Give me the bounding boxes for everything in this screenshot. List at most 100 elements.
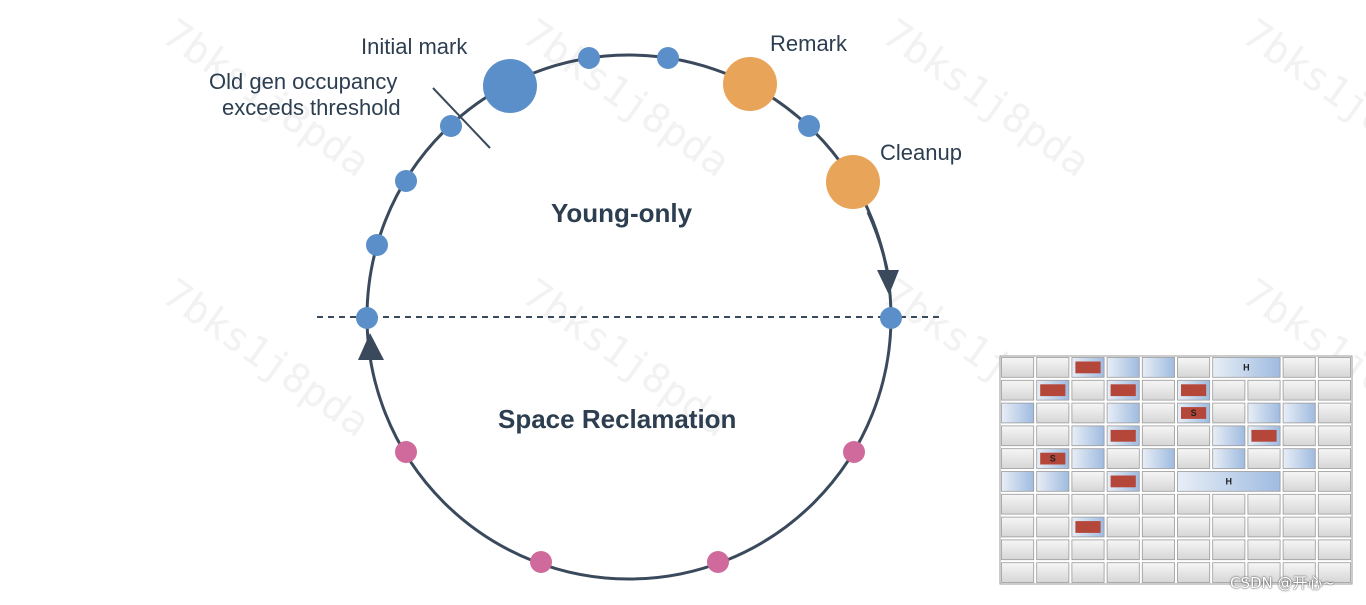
region-live-data (1251, 429, 1277, 442)
heap-region (1212, 516, 1246, 538)
mixed-gc-dot (707, 551, 729, 573)
heap-region (1317, 448, 1351, 469)
heap-region (1071, 539, 1105, 561)
survivor-region-label: S (1191, 408, 1197, 418)
survivor-region-label: S (1050, 454, 1056, 464)
label-young-only: Young-only (551, 198, 693, 228)
label-old-gen-line2: exceeds threshold (222, 95, 401, 120)
heap-region (1141, 471, 1175, 492)
heap-region (1036, 539, 1070, 561)
heap-region (1106, 357, 1140, 378)
heap-region (1001, 493, 1035, 515)
label-old-gen-line1: Old gen occupancy (209, 69, 397, 94)
young-gc-dot (356, 307, 378, 329)
heap-region (1282, 471, 1316, 492)
heap-region (1317, 493, 1351, 515)
heap-region (1247, 493, 1281, 515)
mixed-gc-dot (843, 441, 865, 463)
heap-region (1212, 357, 1281, 378)
heap-region (1282, 425, 1316, 447)
heap-region (1247, 516, 1281, 538)
heap-region (1141, 402, 1175, 424)
heap-region (1282, 402, 1316, 424)
heap-region (1177, 493, 1211, 515)
heap-region (1001, 471, 1035, 492)
young-to-reclamation-arrow (866, 211, 891, 281)
heap-region (1141, 539, 1175, 561)
cleanup-dot (826, 155, 880, 209)
heap-region (1212, 379, 1246, 401)
region-live-data (1075, 521, 1101, 533)
heap-region (1036, 493, 1070, 515)
heap-region (1247, 562, 1281, 583)
heap-region (1317, 425, 1351, 447)
heap-region (1001, 562, 1035, 583)
heap-region (1282, 357, 1316, 378)
heap-region (1001, 448, 1035, 469)
heap-region (1071, 562, 1105, 583)
label-cleanup: Cleanup (880, 140, 962, 165)
young-gc-dot (395, 170, 417, 192)
heap-region (1317, 516, 1351, 538)
region-live-data (1110, 384, 1136, 397)
heap-region (1141, 425, 1175, 447)
heap-region (1317, 471, 1351, 492)
heap-region (1282, 379, 1316, 401)
heap-region (1106, 562, 1140, 583)
heap-region-grid: H S S H (999, 355, 1353, 585)
heap-region (1177, 471, 1281, 492)
heap-region (1247, 402, 1281, 424)
heap-region (1036, 471, 1070, 492)
heap-region (1282, 448, 1316, 469)
mixed-gc-dot (530, 551, 552, 573)
heap-region (1141, 562, 1175, 583)
heap-region (1282, 539, 1316, 561)
heap-region (1001, 539, 1035, 561)
region-live-data (1110, 429, 1136, 442)
heap-region (1071, 379, 1105, 401)
heap-region (1106, 402, 1140, 424)
heap-region (1001, 402, 1035, 424)
humongous-region-label: H (1226, 476, 1233, 486)
heap-region (1071, 402, 1105, 424)
heap-region (1141, 448, 1175, 469)
young-gc-dot (657, 47, 679, 69)
heap-region (1282, 493, 1316, 515)
heap-region (1177, 425, 1211, 447)
remark-dot (723, 57, 777, 111)
label-space-reclamation: Space Reclamation (498, 404, 736, 434)
heap-region (1036, 562, 1070, 583)
heap-region (1177, 539, 1211, 561)
heap-region (1317, 539, 1351, 561)
arrowhead-down (877, 270, 899, 295)
heap-region (1212, 493, 1246, 515)
young-gc-dot (440, 115, 462, 137)
humongous-region-label: H (1243, 362, 1250, 372)
heap-region (1106, 493, 1140, 515)
heap-region (1212, 539, 1246, 561)
heap-region (1282, 562, 1316, 583)
heap-region (1247, 379, 1281, 401)
heap-region (1141, 379, 1175, 401)
heap-region (1247, 539, 1281, 561)
young-gc-dot (578, 47, 600, 69)
heap-region (1282, 516, 1316, 538)
threshold-tick (432, 87, 491, 149)
heap-region (1317, 562, 1351, 583)
heap-region (1106, 516, 1140, 538)
heap-region (1212, 402, 1246, 424)
heap-region (1212, 425, 1246, 447)
heap-region (1071, 493, 1105, 515)
heap-region (1036, 357, 1070, 378)
gc-event-markers (356, 47, 902, 573)
mixed-gc-dot (395, 441, 417, 463)
heap-region (1001, 425, 1035, 447)
heap-region (1001, 357, 1035, 378)
region-live-data (1040, 384, 1066, 397)
region-live-data (1075, 361, 1101, 374)
initial-mark-dot (483, 59, 537, 113)
heap-region (1036, 402, 1070, 424)
heap-region (1071, 448, 1105, 469)
heap-region (1317, 402, 1351, 424)
